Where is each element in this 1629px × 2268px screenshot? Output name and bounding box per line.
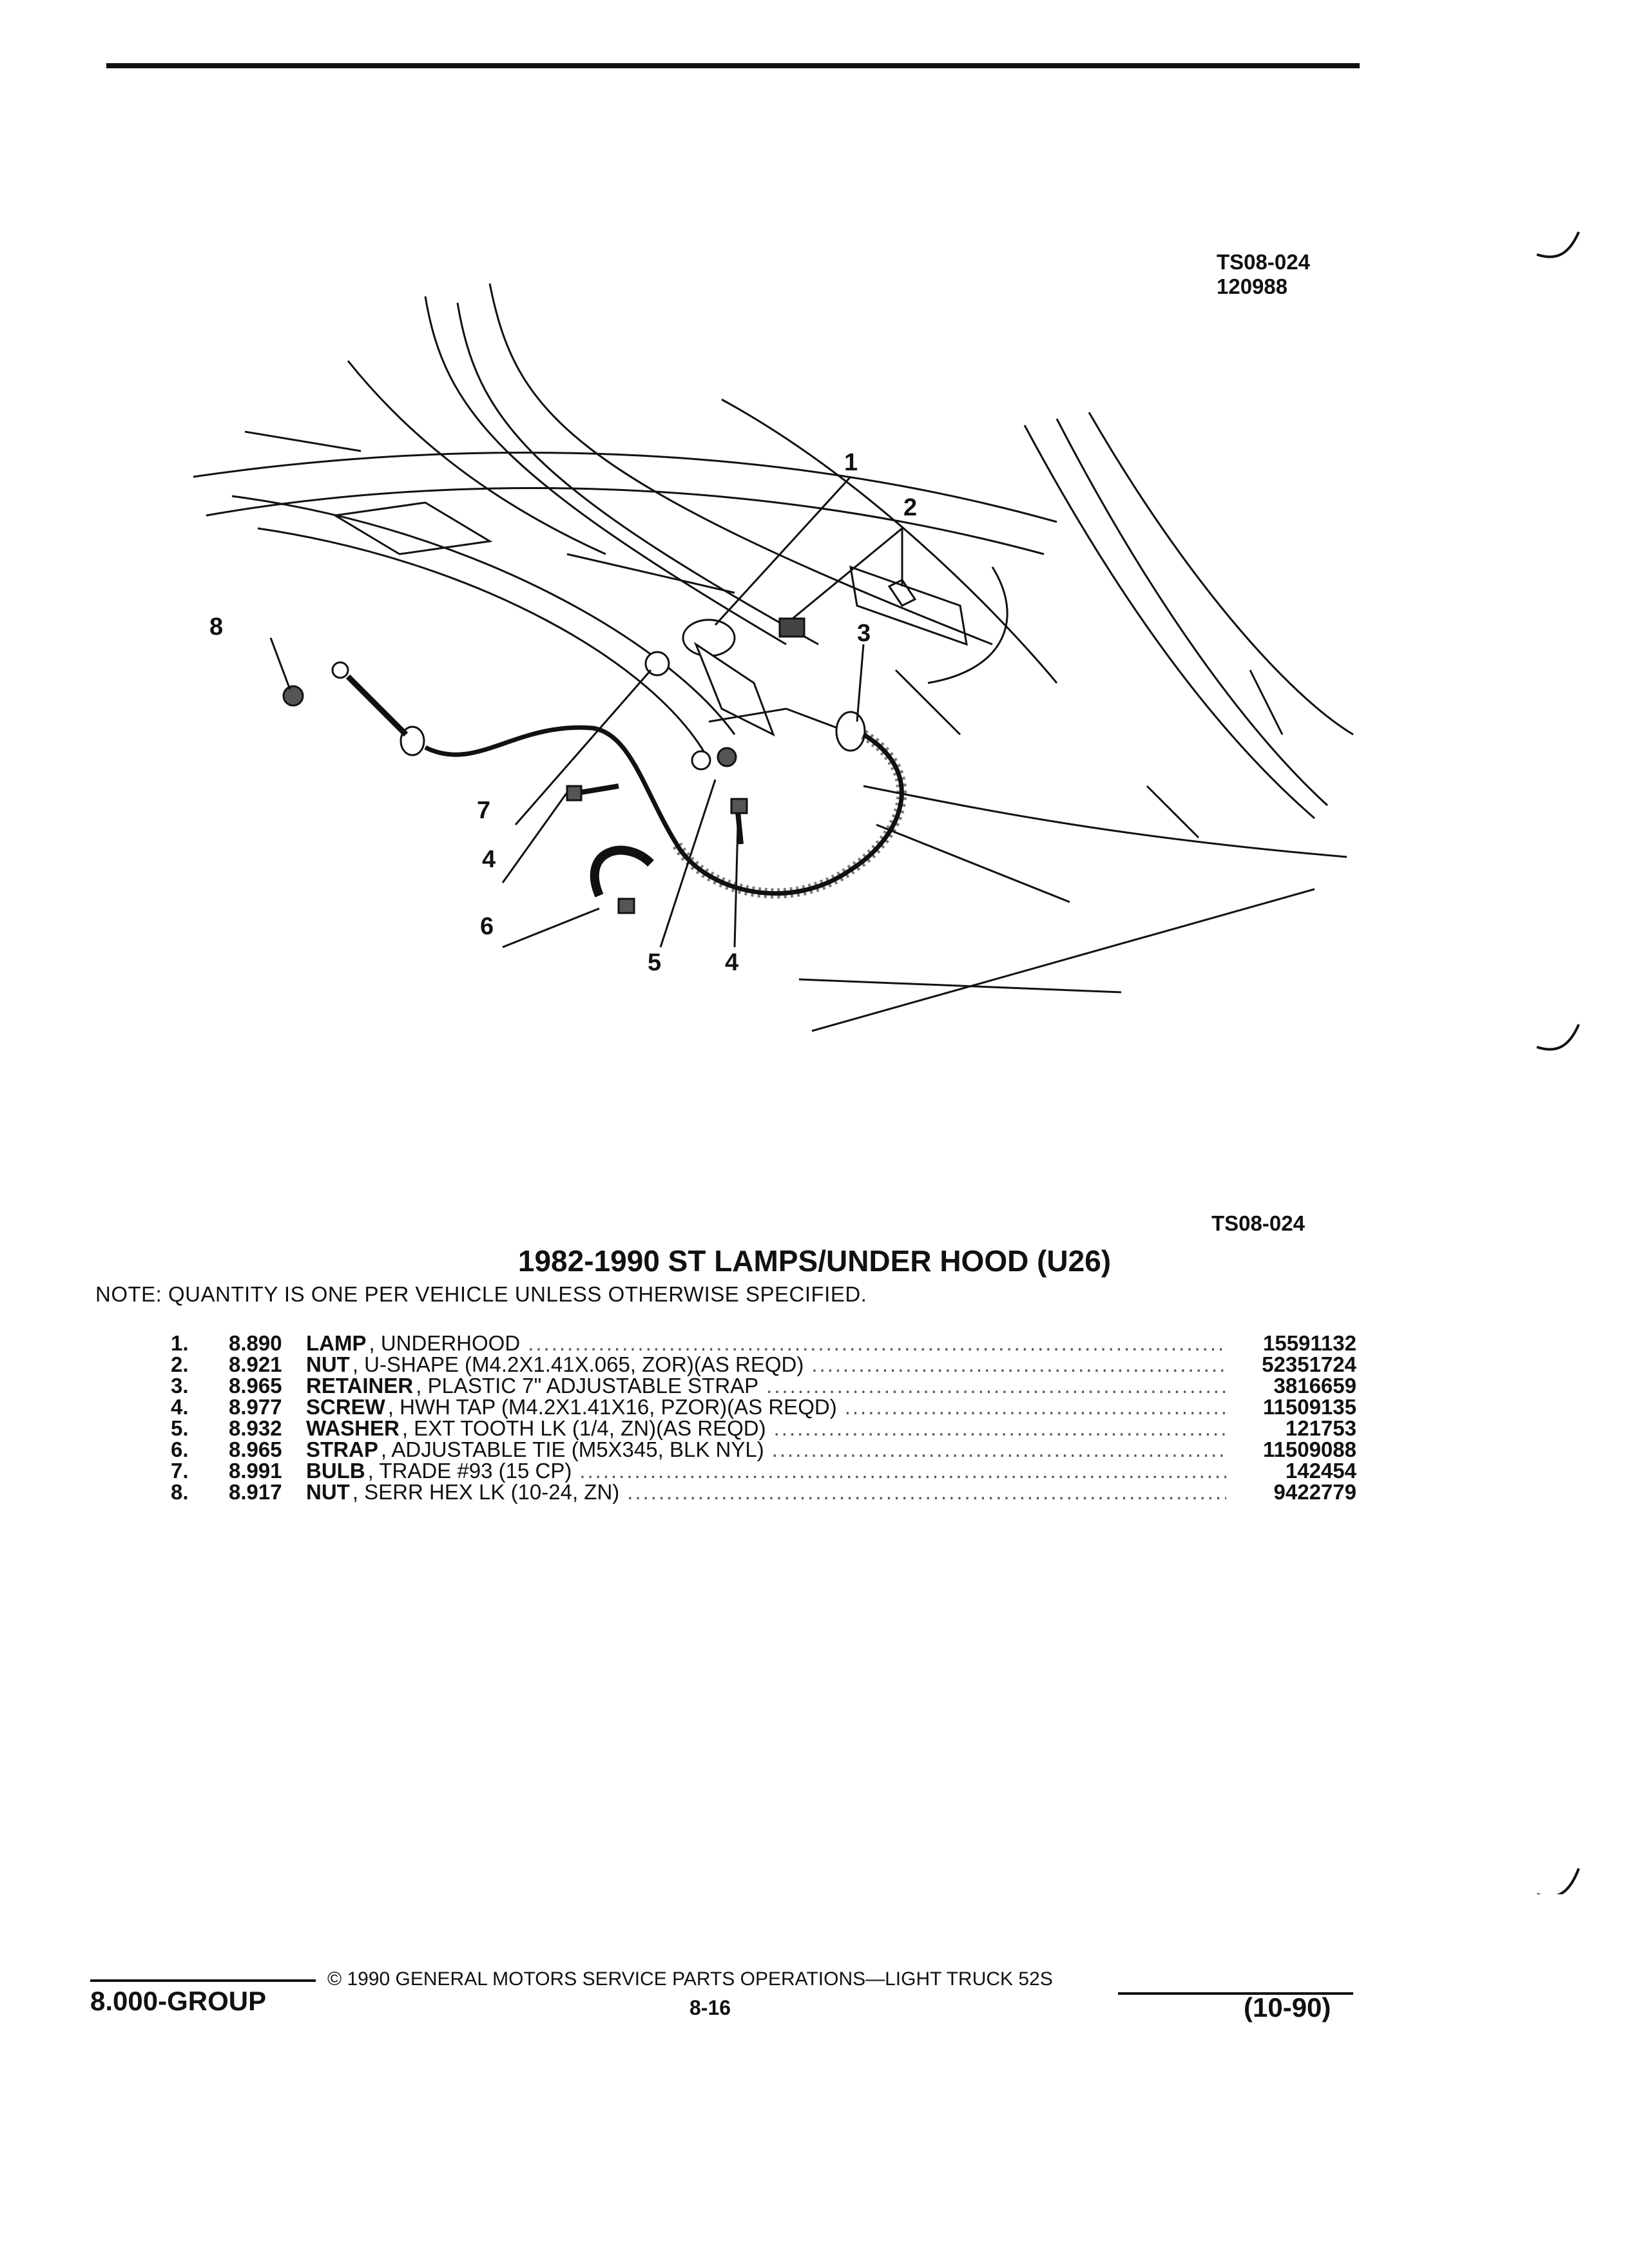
callout-3: 3 — [857, 620, 871, 647]
dot-leader: ........................................… — [773, 1418, 1226, 1439]
part-number-index: 2. — [171, 1352, 189, 1376]
figure-id: TS08-024 — [1217, 250, 1310, 274]
part-number-index: 3. — [171, 1374, 189, 1398]
part-number-index: 5. — [171, 1416, 189, 1440]
parts-row: 7. 8.991 BULB , TRADE #93 (15 CP) ......… — [171, 1460, 1356, 1481]
dot-leader: ........................................… — [627, 1481, 1226, 1503]
parts-row: 8. 8.917 NUT , SERR HEX LK (10-24, ZN) .… — [171, 1481, 1356, 1503]
part-number: 3816659 — [1273, 1374, 1356, 1398]
figure-id-bottom: TS08-024 — [1211, 1211, 1305, 1235]
parts-row: 6. 8.965 STRAP , ADJUSTABLE TIE (M5X345,… — [171, 1439, 1356, 1460]
parts-row: 2. 8.921 NUT , U-SHAPE (M4.2X1.41X.065, … — [171, 1354, 1356, 1375]
callout-1: 1 — [844, 449, 858, 476]
leader-lines — [269, 476, 903, 948]
part-group-code: 8.932 — [229, 1416, 282, 1440]
part-number: 9422779 — [1273, 1480, 1356, 1504]
quantity-note: NOTE: QUANTITY IS ONE PER VEHICLE UNLESS… — [95, 1282, 867, 1306]
part-number-index: 4. — [171, 1395, 189, 1419]
part-name: NUT — [306, 1480, 350, 1504]
part-description: , ADJUSTABLE TIE (M5X345, BLK NYL) — [380, 1437, 764, 1461]
part-description: , SERR HEX LK (10-24, ZN) — [352, 1480, 620, 1504]
part-group-code: 8.965 — [229, 1374, 282, 1398]
copyright-line: © 1990 GENERAL MOTORS SERVICE PARTS OPER… — [327, 1968, 1053, 1990]
parts-row: 1. 8.890 LAMP , UNDERHOOD ..............… — [171, 1332, 1356, 1354]
part-group-code: 8.977 — [229, 1395, 282, 1419]
part-name: STRAP — [306, 1437, 378, 1461]
part-group-code: 8.991 — [229, 1459, 282, 1483]
dot-leader: ........................................… — [771, 1439, 1226, 1460]
part-group-code: 8.890 — [229, 1331, 282, 1355]
hood-structure-lines — [193, 284, 1354, 1032]
part-name: LAMP — [306, 1331, 367, 1355]
part-group-code: 8.917 — [229, 1480, 282, 1504]
dot-leader: ........................................… — [844, 1396, 1226, 1418]
callout-8: 8 — [209, 613, 223, 640]
part-name: RETAINER — [306, 1374, 414, 1398]
part-number-index: 7. — [171, 1459, 189, 1483]
part-number: 15591132 — [1262, 1331, 1356, 1355]
part-number: 121753 — [1285, 1416, 1356, 1440]
figure-id-block: TS08-024 120988 — [1217, 250, 1310, 299]
parts-row: 5. 8.932 WASHER , EXT TOOTH LK (1/4, ZN)… — [171, 1418, 1356, 1439]
callout-4-right: 4 — [725, 949, 738, 976]
group-label: 8.000-GROUP — [90, 1986, 267, 2016]
figure-date-code: 120988 — [1217, 274, 1288, 298]
component-drawings — [282, 617, 907, 914]
dot-leader: ........................................… — [766, 1375, 1226, 1396]
binder-ticks — [1536, 231, 1580, 1894]
callout-labels: 1 2 3 4 4 5 6 7 8 — [209, 449, 917, 976]
callout-5: 5 — [648, 949, 661, 976]
part-description: , EXT TOOTH LK (1/4, ZN)(AS REQD) — [401, 1416, 766, 1440]
part-name: WASHER — [306, 1416, 400, 1440]
part-group-code: 8.921 — [229, 1352, 282, 1376]
part-name: BULB — [306, 1459, 365, 1483]
part-number-index: 8. — [171, 1480, 189, 1504]
callout-6: 6 — [480, 913, 494, 940]
parts-row: 4. 8.977 SCREW , HWH TAP (M4.2X1.41X16, … — [171, 1396, 1356, 1418]
footer-rule-left — [90, 1979, 316, 1982]
top-rule — [106, 63, 1360, 68]
part-number: 11509088 — [1262, 1437, 1356, 1461]
parts-list: 1. 8.890 LAMP , UNDERHOOD ..............… — [171, 1332, 1356, 1503]
part-name: NUT — [306, 1352, 350, 1376]
page-number: 8-16 — [689, 1996, 731, 2019]
part-description: , TRADE #93 (15 CP) — [367, 1459, 572, 1483]
dot-leader: ........................................… — [579, 1460, 1226, 1481]
part-group-code: 8.965 — [229, 1437, 282, 1461]
footer-rule-right — [1118, 1992, 1353, 1995]
dot-leader: ........................................… — [811, 1354, 1226, 1375]
part-description: , PLASTIC 7" ADJUSTABLE STRAP — [416, 1374, 759, 1398]
revision-date: (10-90) — [1244, 1992, 1331, 2023]
callout-4-left: 4 — [482, 846, 496, 873]
part-description: , U-SHAPE (M4.2X1.41X.065, ZOR)(AS REQD) — [352, 1352, 804, 1376]
part-number: 52351724 — [1262, 1352, 1356, 1376]
part-number: 142454 — [1285, 1459, 1356, 1483]
part-number: 11509135 — [1262, 1395, 1356, 1419]
part-description: , HWH TAP (M4.2X1.41X16, PZOR)(AS REQD) — [387, 1395, 837, 1419]
part-name: SCREW — [306, 1395, 385, 1419]
parts-row: 3. 8.965 RETAINER , PLASTIC 7" ADJUSTABL… — [171, 1375, 1356, 1396]
dot-leader: ........................................… — [528, 1332, 1226, 1354]
part-number-index: 6. — [171, 1437, 189, 1461]
part-number-index: 1. — [171, 1331, 189, 1355]
page-title: 1982-1990 ST LAMPS/UNDER HOOD (U26) — [517, 1244, 1112, 1278]
part-description: , UNDERHOOD — [369, 1331, 521, 1355]
callout-7: 7 — [477, 797, 490, 824]
callout-2: 2 — [903, 494, 917, 521]
exploded-view-diagram: 1 2 3 4 4 5 6 7 8 — [193, 284, 1354, 1032]
